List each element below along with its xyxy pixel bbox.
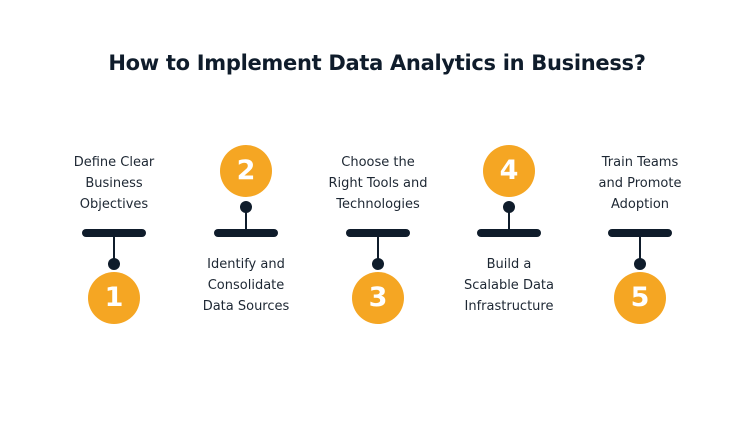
step-1-label: Define Clear Business Objectives (44, 152, 184, 215)
step-4-label-line: Infrastructure (464, 299, 554, 314)
step-4-label-line: Scalable Data (464, 278, 554, 293)
step-5-connector (639, 233, 641, 264)
step-1: Define Clear Business Objectives 1 (48, 0, 180, 446)
step-2-label-line: Identify and (207, 257, 285, 272)
step-4-number-badge: 4 (483, 145, 535, 197)
step-2-number-badge: 2 (220, 145, 272, 197)
step-5-label-line: Train Teams (601, 155, 679, 170)
step-4-connector (508, 207, 510, 233)
step-1-number-badge: 1 (88, 272, 140, 324)
step-5-label: Train Teams and Promote Adoption (570, 152, 710, 215)
step-3-number-badge: 3 (352, 272, 404, 324)
step-3-connector (377, 233, 379, 264)
step-3-label-line: Choose the (341, 155, 415, 170)
step-1-connector-dot (108, 258, 120, 270)
step-3-label-line: Technologies (336, 197, 420, 212)
step-1-label-line: Business (85, 176, 143, 191)
diagram-title: How to Implement Data Analytics in Busin… (108, 51, 646, 75)
step-5-connector-dot (634, 258, 646, 270)
step-5-label-line: and Promote (598, 176, 682, 191)
step-2-bar (214, 229, 278, 237)
step-5: Train Teams and Promote Adoption 5 (574, 0, 706, 446)
step-2-connector (245, 207, 247, 233)
step-3: Choose the Right Tools and Technologies … (312, 0, 444, 446)
step-1-label-line: Objectives (79, 197, 149, 212)
step-2: 2 Identify and Consolidate Data Sources (180, 0, 312, 446)
step-5-number-badge: 5 (614, 272, 666, 324)
step-2-label-line: Consolidate (207, 278, 285, 293)
step-1-connector (113, 233, 115, 264)
step-3-connector-dot (372, 258, 384, 270)
step-1-label-line: Define Clear (73, 155, 155, 170)
step-2-label: Identify and Consolidate Data Sources (176, 254, 316, 317)
step-4-label-line: Build a (486, 257, 532, 272)
step-5-label-line: Adoption (610, 197, 670, 212)
step-3-label-line: Right Tools and (328, 176, 428, 191)
step-4: 4 Build a Scalable Data Infrastructure (443, 0, 575, 446)
step-3-label: Choose the Right Tools and Technologies (308, 152, 448, 215)
step-4-bar (477, 229, 541, 237)
step-2-label-line: Data Sources (202, 299, 290, 314)
step-4-label: Build a Scalable Data Infrastructure (439, 254, 579, 317)
